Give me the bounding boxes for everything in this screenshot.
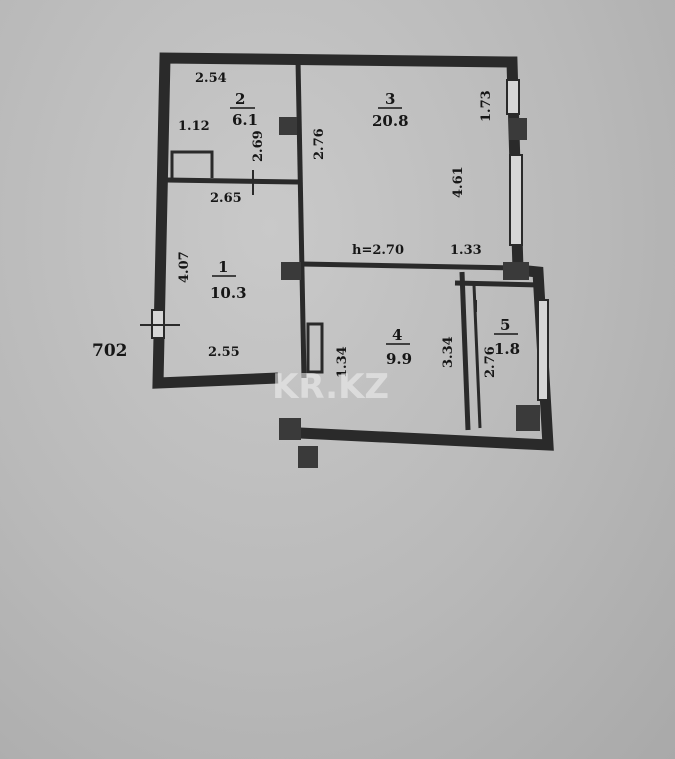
watermark: KR.KZ <box>272 367 389 407</box>
dim-r5-left: 2.76 <box>483 346 498 378</box>
pillars <box>279 117 540 468</box>
bath-fixture <box>170 150 214 178</box>
dim-r2-inner: 2.69 <box>251 130 266 162</box>
wall-r4-right <box>459 271 471 431</box>
room-5-area: 1.8 <box>494 340 520 358</box>
room-3-area: 20.8 <box>372 112 409 130</box>
dim-r2-left: 1.12 <box>178 119 210 134</box>
window-balcony <box>537 299 549 401</box>
pillar-r1 <box>281 262 301 280</box>
dim-r1-bottom: 2.55 <box>208 345 240 360</box>
pillar-entry-low <box>298 446 318 468</box>
room-4-number: 4 <box>392 326 402 344</box>
dim-r3-right: 4.61 <box>451 166 466 198</box>
room-2-number: 2 <box>235 90 245 108</box>
room-2-area: 6.1 <box>232 111 258 129</box>
dim-r4-right: 3.34 <box>441 336 456 368</box>
room-4-area: 9.9 <box>386 350 412 368</box>
wall-left-divider <box>295 59 307 379</box>
window-right-upper <box>506 79 520 115</box>
duct-r4 <box>306 322 324 374</box>
dim-r4-left: 1.34 <box>335 346 350 378</box>
pillar-right-window <box>509 118 527 140</box>
wall-balcony-top <box>454 280 541 288</box>
windows <box>151 79 549 401</box>
window-right-lower <box>509 154 523 246</box>
pillar-r3-corner <box>503 262 529 280</box>
dim-r2-top: 2.54 <box>195 71 227 86</box>
fixtures <box>140 150 477 374</box>
room-5-number: 5 <box>500 316 510 334</box>
wall-r2-bottom <box>166 177 299 185</box>
room-1-number: 1 <box>218 258 228 276</box>
pillar-balcony <box>516 405 540 431</box>
dim-r3-right-top: 1.73 <box>479 90 494 122</box>
wall-r3-bottom <box>301 261 519 271</box>
room-3-number: 3 <box>385 90 395 108</box>
pillar-r2 <box>279 117 297 135</box>
pillar-entry <box>279 418 301 440</box>
dim-r2-bottom: 2.65 <box>210 191 242 206</box>
unit-label: 702 <box>92 341 128 361</box>
dim-r1-left: 4.07 <box>177 251 192 283</box>
dim-r3-left: 2.76 <box>312 128 327 160</box>
dim-r3-bottom: 1.33 <box>450 243 482 258</box>
dim-r3-height: h=2.70 <box>352 243 404 258</box>
room-1-area: 10.3 <box>210 284 247 302</box>
